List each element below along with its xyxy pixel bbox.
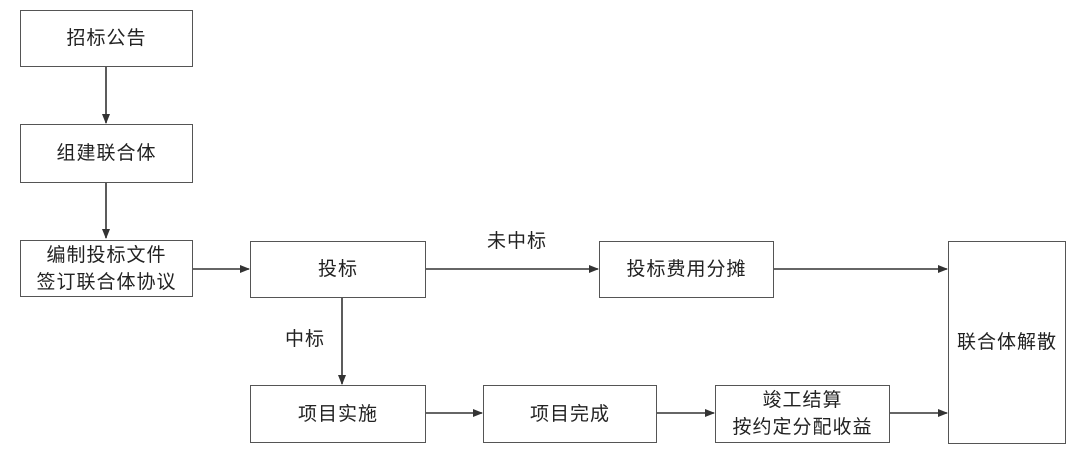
node-project-completion: 项目完成	[483, 385, 657, 443]
node-bid-cost-sharing: 投标费用分摊	[599, 241, 774, 298]
node-prepare-bid-documents: 编制投标文件 签订联合体协议	[20, 240, 193, 297]
node-tender-announcement: 招标公告	[20, 10, 193, 67]
node-label-line1: 编制投标文件	[46, 243, 167, 266]
node-label: 联合体解散	[956, 331, 1057, 353]
node-label-line2: 按约定分配收益	[732, 416, 873, 438]
node-label: 投标费用分摊	[626, 258, 747, 280]
node-label: 招标公告	[66, 27, 147, 49]
node-label: 项目实施	[297, 402, 378, 425]
node-label: 投标	[317, 258, 358, 280]
node-label: 项目完成	[529, 402, 610, 425]
node-consortium-dissolution: 联合体解散	[948, 241, 1066, 444]
node-final-settlement: 竣工结算 按约定分配收益	[715, 385, 890, 443]
node-label: 组建联合体	[56, 142, 157, 164]
node-bid: 投标	[250, 241, 426, 298]
node-label-line1: 竣工结算	[762, 389, 843, 411]
node-label-line2: 签订联合体协议	[36, 270, 177, 293]
node-form-consortium: 组建联合体	[20, 124, 193, 183]
edge-label-won: 中标	[285, 328, 326, 350]
node-project-implementation: 项目实施	[250, 385, 426, 443]
edge-label-not-won: 未中标	[487, 230, 548, 252]
